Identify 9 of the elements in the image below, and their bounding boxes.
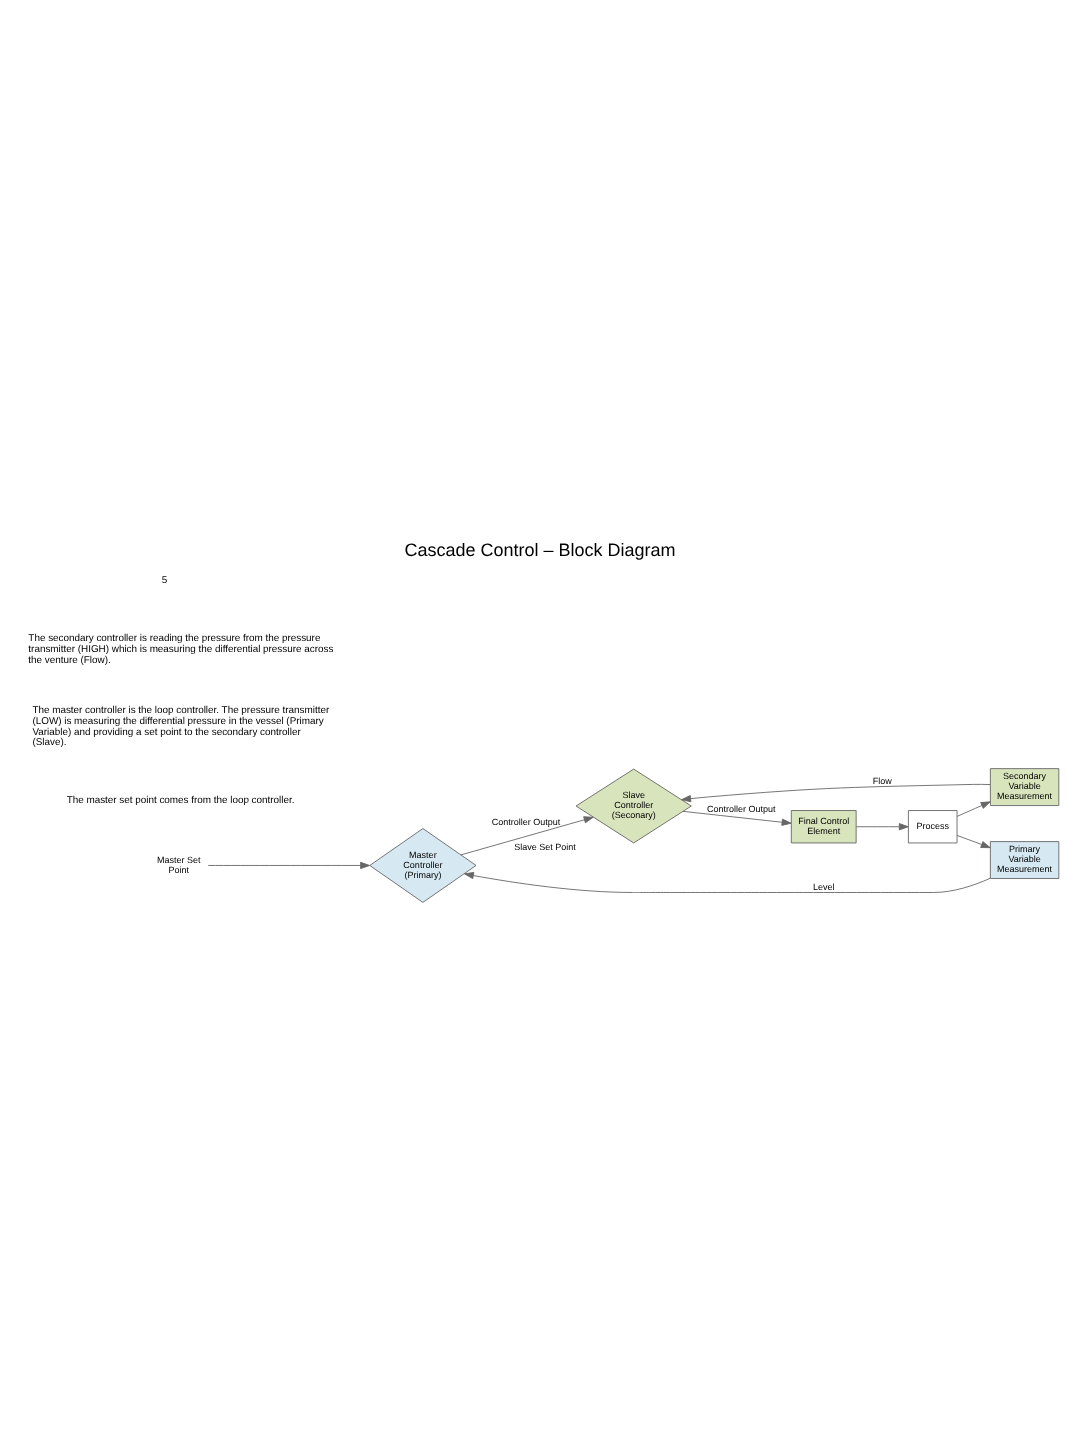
arrow: [956, 801, 991, 817]
arrow: [682, 810, 792, 826]
arrow: [460, 816, 594, 856]
arrow: [207, 861, 371, 870]
arrow: [681, 783, 991, 803]
diagram-title: Cascade Control – Block Diagram: [404, 539, 676, 560]
arrow: [956, 834, 991, 849]
arrow: [855, 823, 909, 831]
arrow: [464, 871, 991, 893]
